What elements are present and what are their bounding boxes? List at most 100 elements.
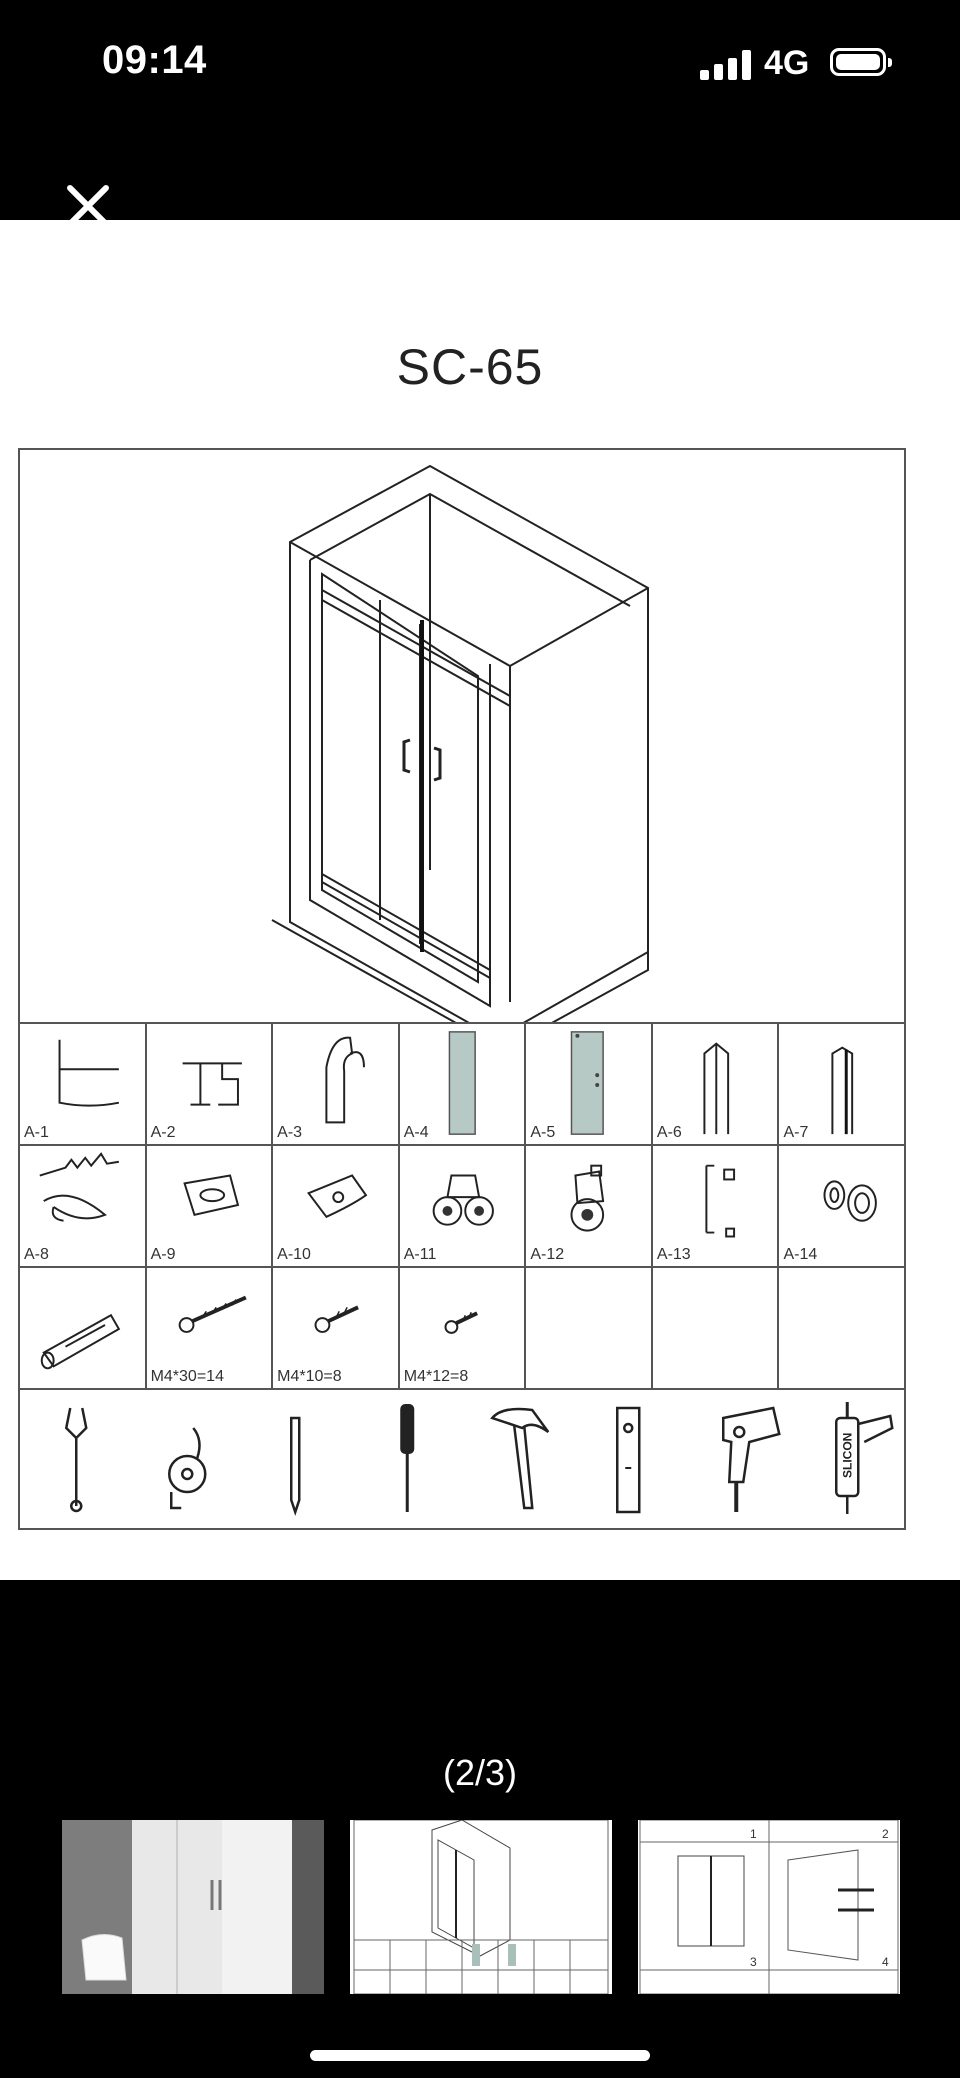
- screwdriver-icon: [399, 1404, 414, 1512]
- drill-tool: [683, 1388, 794, 1530]
- level-icon: [615, 1406, 640, 1514]
- profile-seal-icon: [831, 1046, 854, 1135]
- empty-icon: [653, 1268, 778, 1388]
- part-cell: A-13: [653, 1146, 780, 1266]
- photo-thumbnail: [62, 1820, 324, 1994]
- shower-enclosure-illustration: [271, 464, 649, 1022]
- step-number-3: 3: [750, 1955, 757, 1969]
- network-label: 4G: [764, 44, 810, 82]
- status-time: 09:14: [102, 38, 207, 82]
- tape-measure-tool: [131, 1388, 242, 1530]
- part-cell: A-3: [273, 1024, 400, 1144]
- part-cell: A-11: [400, 1146, 527, 1266]
- home-indicator[interactable]: [310, 2050, 650, 2061]
- part-cell: A-14: [779, 1146, 904, 1266]
- part-cell: A-12: [526, 1146, 653, 1266]
- silicone-gun-icon: SLICON: [834, 1402, 894, 1514]
- part-label: A-4: [403, 1124, 429, 1141]
- empty-cell: [779, 1268, 904, 1388]
- hammer-tool: [462, 1388, 573, 1530]
- part-label: M4*10=8: [277, 1368, 342, 1385]
- handle-icon: [705, 1164, 735, 1238]
- glass-panel-icon: [448, 1031, 476, 1135]
- pencil-icon: [290, 1416, 301, 1516]
- wrench-tool: [20, 1388, 131, 1530]
- part-label: A-13: [656, 1246, 691, 1263]
- part-cell: A-2: [147, 1024, 274, 1144]
- part-cell: A-9: [147, 1146, 274, 1266]
- thumbnail-1[interactable]: [62, 1820, 324, 1994]
- part-cell: A-10: [273, 1146, 400, 1266]
- part-label: A-5: [530, 1124, 556, 1141]
- tools-row: SLICON: [20, 1388, 904, 1530]
- level-tool: [573, 1388, 684, 1530]
- part-label: A-7: [783, 1124, 809, 1141]
- parts-row: A-8 A-9 A-10 A-11 A-12 A-13 A-14: [20, 1146, 904, 1268]
- hook-icon: [325, 1036, 366, 1124]
- parts-row: A-1 A-2 A-3 A-4 A-5 A-6 A-7: [20, 1024, 904, 1146]
- step-number-4: 4: [882, 1955, 889, 1969]
- part-label: A-10: [277, 1246, 311, 1263]
- part-cell: M4*12=8: [400, 1268, 527, 1388]
- block-icon: [182, 1174, 239, 1217]
- hammer-icon: [490, 1407, 550, 1510]
- pencil-tool: [241, 1388, 352, 1530]
- status-bar: 09:14 4G: [0, 0, 960, 130]
- glass-panel-holes-icon: [571, 1031, 605, 1135]
- page-indicator: (2/3): [442, 1752, 518, 1793]
- bracket-icon: [182, 1062, 242, 1106]
- parts-sheet-thumbnail: [353, 1820, 609, 1994]
- part-cell: [20, 1268, 147, 1388]
- battery-icon: [830, 48, 892, 76]
- part-cell: M4*30=14: [147, 1268, 274, 1388]
- angle-icon: [58, 1039, 120, 1107]
- screwdriver-tool: [352, 1388, 463, 1530]
- drill-icon: [722, 1406, 781, 1512]
- screw-large-icon: [178, 1295, 247, 1333]
- thumbnail-2[interactable]: [350, 1820, 612, 1994]
- step-number-1: 1: [750, 1827, 757, 1841]
- silicone-gun-tool: SLICON: [794, 1388, 905, 1530]
- assembly-steps-thumbnail: 1 2 3 4: [639, 1820, 899, 1994]
- part-label: A-11: [403, 1246, 437, 1263]
- part-cell: A-5: [526, 1024, 653, 1144]
- seal-strip-icon: [39, 1152, 120, 1222]
- parts-row: M4*30=14 M4*10=8 M4*12=8: [20, 1268, 904, 1390]
- part-cell: A-1: [20, 1024, 147, 1144]
- roller-single-icon: [570, 1164, 605, 1232]
- caps-icon: [823, 1180, 878, 1222]
- part-label: A-2: [150, 1124, 176, 1141]
- thumbnail-3[interactable]: 1 2 3 4: [638, 1820, 900, 1994]
- part-cell: A-4: [400, 1024, 527, 1144]
- step-number-2: 2: [882, 1827, 889, 1841]
- part-label: A-6: [656, 1124, 682, 1141]
- part-label: M4*30=14: [150, 1368, 224, 1385]
- part-label: A-8: [24, 1246, 49, 1263]
- part-label: A-3: [277, 1124, 303, 1141]
- screw-medium-icon: [314, 1305, 360, 1333]
- part-label: A-12: [530, 1246, 565, 1263]
- empty-icon: [779, 1268, 904, 1388]
- wrench-icon: [64, 1407, 88, 1513]
- roller-icon: [432, 1174, 494, 1226]
- empty-cell: [526, 1268, 653, 1388]
- part-label: A-9: [150, 1246, 176, 1263]
- part-cell: A-8: [20, 1146, 147, 1266]
- silicone-label: SLICON: [840, 1433, 854, 1478]
- part-label: A-1: [24, 1124, 49, 1141]
- tape-measure-icon: [167, 1427, 206, 1510]
- wall-plug-icon: [40, 1313, 121, 1370]
- part-label: M4*12=8: [403, 1368, 469, 1385]
- stopper-icon: [307, 1174, 368, 1219]
- profile-icon: [703, 1042, 730, 1135]
- empty-icon: [526, 1268, 651, 1388]
- empty-cell: [653, 1268, 780, 1388]
- document-title: SC-65: [396, 339, 544, 395]
- part-cell: A-6: [653, 1024, 780, 1144]
- part-label: A-14: [783, 1246, 818, 1263]
- part-cell: A-7: [779, 1024, 904, 1144]
- signal-icon: [700, 50, 752, 80]
